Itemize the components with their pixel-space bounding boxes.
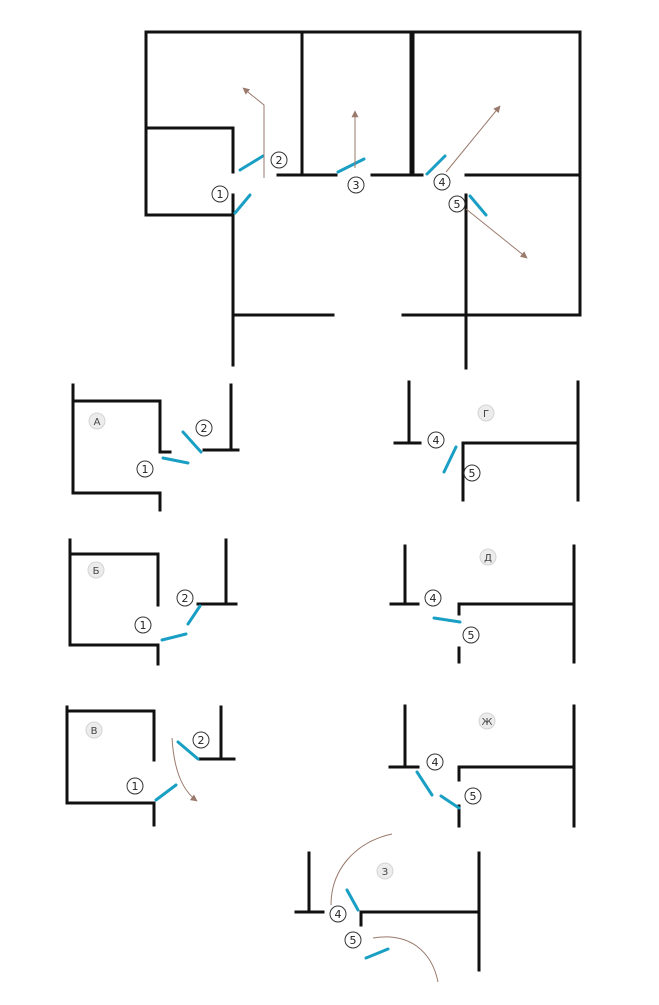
svg-text:З: З xyxy=(382,867,388,878)
door-number-5: 5 xyxy=(448,195,466,213)
variant-zh-number-4: 4 xyxy=(426,753,444,771)
variant-d-number-5: 5 xyxy=(462,626,480,644)
svg-text:А: А xyxy=(94,417,101,428)
variant-v-label: В xyxy=(85,721,103,739)
svg-text:4: 4 xyxy=(335,908,342,921)
main-floor-plan: 1 2 3 4 5 xyxy=(144,30,582,370)
variant-d: Д 4 5 xyxy=(389,544,576,664)
door-number-1: 1 xyxy=(211,185,229,203)
main-movement-arrows xyxy=(242,87,528,259)
variant-b-door-1 xyxy=(160,632,188,642)
door-number-4: 4 xyxy=(433,173,451,191)
svg-text:1: 1 xyxy=(217,188,224,201)
variant-g-door-4 xyxy=(442,445,458,474)
variant-a-label: А xyxy=(88,412,106,430)
door-2 xyxy=(238,154,265,172)
variant-a-door-2 xyxy=(181,430,203,454)
svg-text:Д: Д xyxy=(484,553,492,564)
main-doors xyxy=(233,154,488,217)
variant-b-label: Б xyxy=(87,561,105,579)
svg-text:2: 2 xyxy=(201,422,208,435)
variant-b-door-2 xyxy=(186,604,202,626)
variant-g: Г 4 5 xyxy=(393,380,580,502)
variant-z-number-4: 4 xyxy=(329,905,347,923)
variant-z: З 4 5 xyxy=(294,833,481,983)
main-walls xyxy=(144,30,582,370)
door-number-2: 2 xyxy=(270,151,288,169)
variant-v-number-1: 1 xyxy=(126,777,144,795)
svg-text:1: 1 xyxy=(142,463,149,476)
svg-text:4: 4 xyxy=(433,434,440,447)
svg-text:4: 4 xyxy=(439,176,446,189)
door-number-3: 3 xyxy=(347,176,365,194)
variant-v-door-2 xyxy=(176,740,200,761)
variant-d-door-4 xyxy=(432,616,462,624)
svg-text:Б: Б xyxy=(93,566,100,577)
variant-zh-door-5 xyxy=(439,794,461,810)
variant-v-door-1 xyxy=(154,783,178,802)
variant-d-label: Д xyxy=(479,548,497,566)
svg-text:4: 4 xyxy=(430,592,437,605)
door-5 xyxy=(468,194,488,217)
svg-text:3: 3 xyxy=(353,179,360,192)
variant-a-number-1: 1 xyxy=(136,460,154,478)
variant-a-number-2: 2 xyxy=(195,419,213,437)
variant-z-door-5 xyxy=(364,947,390,960)
svg-text:5: 5 xyxy=(454,198,461,211)
variant-a: А 1 2 xyxy=(71,383,240,512)
svg-text:4: 4 xyxy=(432,756,439,769)
variant-z-label: З xyxy=(376,862,394,880)
variant-g-label: Г xyxy=(477,404,495,422)
variant-g-number-4: 4 xyxy=(427,431,445,449)
variant-v-number-2: 2 xyxy=(192,731,210,749)
svg-text:5: 5 xyxy=(350,934,357,947)
svg-text:2: 2 xyxy=(182,592,189,605)
variant-zh-door-4 xyxy=(415,770,434,797)
variant-d-number-4: 4 xyxy=(424,589,442,607)
variant-zh-label: Ж xyxy=(478,712,496,730)
main-door-numbers: 1 2 3 4 5 xyxy=(211,151,466,213)
variant-z-door-4 xyxy=(345,888,360,912)
variant-zh-number-5: 5 xyxy=(464,787,482,805)
variant-zh: Ж 4 5 xyxy=(388,704,576,828)
svg-text:5: 5 xyxy=(469,467,476,480)
variant-v: В 1 2 xyxy=(65,705,236,827)
svg-text:5: 5 xyxy=(468,629,475,642)
variant-a-door-1 xyxy=(161,456,190,465)
door-3 xyxy=(336,157,366,174)
variant-b-number-2: 2 xyxy=(176,589,194,607)
variant-z-number-5: 5 xyxy=(344,931,362,949)
svg-text:Ж: Ж xyxy=(482,717,493,728)
svg-text:2: 2 xyxy=(198,734,205,747)
svg-text:1: 1 xyxy=(132,780,139,793)
door-4 xyxy=(425,154,447,176)
svg-text:1: 1 xyxy=(140,619,147,632)
svg-text:5: 5 xyxy=(470,790,477,803)
door-1 xyxy=(233,193,252,215)
svg-text:2: 2 xyxy=(276,154,283,167)
variant-b-number-1: 1 xyxy=(134,616,152,634)
variant-g-number-5: 5 xyxy=(463,464,481,482)
svg-text:В: В xyxy=(91,726,98,737)
svg-text:Г: Г xyxy=(483,409,489,420)
variant-b: Б 1 2 xyxy=(68,538,238,666)
